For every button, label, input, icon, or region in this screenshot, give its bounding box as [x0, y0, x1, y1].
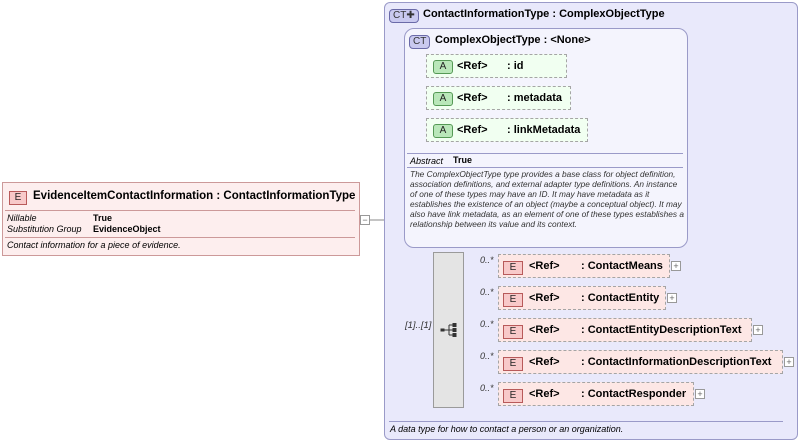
child-cardinality: 0..* — [480, 351, 494, 361]
child-cardinality: 0..* — [480, 255, 494, 265]
expand-toggle[interactable]: + — [753, 325, 763, 335]
abstract-value: True — [453, 155, 473, 165]
element-name: : ContactEntity — [581, 292, 660, 304]
child-contact-entity[interactable]: E <Ref> : ContactEntity — [498, 286, 666, 310]
footer-divider — [389, 421, 783, 422]
element-badge: E — [503, 261, 523, 275]
description-divider — [5, 237, 355, 238]
element-name: : ContactMeans — [581, 260, 663, 272]
attribute-linkmetadata[interactable]: A <Ref> : linkMetadata — [426, 118, 588, 142]
base-type-title: ComplexObjectType : <None> — [435, 34, 591, 46]
expand-toggle[interactable]: + — [667, 293, 677, 303]
abstract-divider — [407, 153, 683, 154]
element-badge: E — [9, 191, 27, 205]
prop-value: True — [93, 213, 113, 223]
expand-toggle[interactable]: + — [671, 261, 681, 271]
prop-label: Nillable — [7, 213, 37, 223]
attribute-name: : metadata — [507, 92, 563, 104]
attribute-badge: A — [433, 60, 453, 74]
element-name: : ContactInformationDescriptionText — [581, 356, 772, 368]
base-type-description: The ComplexObjectType type provides a ba… — [410, 169, 684, 229]
child-contact-means[interactable]: E <Ref> : ContactMeans — [498, 254, 670, 278]
attribute-id[interactable]: A <Ref> : id — [426, 54, 567, 78]
prop-label: Substitution Group — [7, 224, 82, 234]
element-badge: E — [503, 293, 523, 307]
attribute-ref: <Ref> — [457, 92, 488, 104]
attribute-ref: <Ref> — [457, 60, 488, 72]
root-element-title: EvidenceItemContactInformation : Contact… — [33, 190, 356, 202]
element-ref: <Ref> — [529, 388, 560, 400]
props-divider — [5, 210, 355, 211]
attribute-badge: A — [433, 124, 453, 138]
type-description: A data type for how to contact a person … — [390, 424, 624, 434]
child-cardinality: 0..* — [480, 319, 494, 329]
sequence-compositor[interactable] — [433, 252, 464, 408]
abstract-label: Abstract — [410, 156, 444, 166]
attribute-name: : id — [507, 60, 524, 72]
attribute-badge: A — [433, 92, 453, 106]
element-badge: E — [503, 357, 523, 371]
element-name: : ContactResponder — [581, 388, 687, 400]
root-element-description: Contact information for a piece of evide… — [7, 240, 181, 250]
element-ref: <Ref> — [529, 292, 560, 304]
child-contact-responder[interactable]: E <Ref> : ContactResponder — [498, 382, 694, 406]
complex-type-badge: CT✚ — [389, 9, 419, 23]
element-badge: E — [503, 325, 523, 339]
child-contact-entity-description-text[interactable]: E <Ref> : ContactEntityDescriptionText — [498, 318, 752, 342]
collapse-toggle[interactable]: − — [360, 215, 370, 225]
element-ref: <Ref> — [529, 260, 560, 272]
element-name: : ContactEntityDescriptionText — [581, 324, 742, 336]
expand-toggle[interactable]: + — [695, 389, 705, 399]
element-ref: <Ref> — [529, 356, 560, 368]
element-badge: E — [503, 389, 523, 403]
description-divider — [407, 167, 683, 168]
child-cardinality: 0..* — [480, 383, 494, 393]
sequence-cardinality: [1]..[1] — [405, 320, 432, 331]
expand-toggle[interactable]: + — [784, 357, 794, 367]
attribute-metadata[interactable]: A <Ref> : metadata — [426, 86, 571, 110]
root-element-box[interactable]: E EvidenceItemContactInformation : Conta… — [2, 182, 360, 256]
child-contact-information-description-text[interactable]: E <Ref> : ContactInformationDescriptionT… — [498, 350, 783, 374]
element-ref: <Ref> — [529, 324, 560, 336]
complex-type-badge: CT — [409, 35, 431, 49]
attribute-name: : linkMetadata — [507, 124, 581, 136]
prop-value: EvidenceObject — [93, 224, 161, 234]
sequence-icon — [440, 323, 457, 337]
child-cardinality: 0..* — [480, 287, 494, 297]
attribute-ref: <Ref> — [457, 124, 488, 136]
type-title: ContactInformationType : ComplexObjectTy… — [423, 8, 665, 20]
